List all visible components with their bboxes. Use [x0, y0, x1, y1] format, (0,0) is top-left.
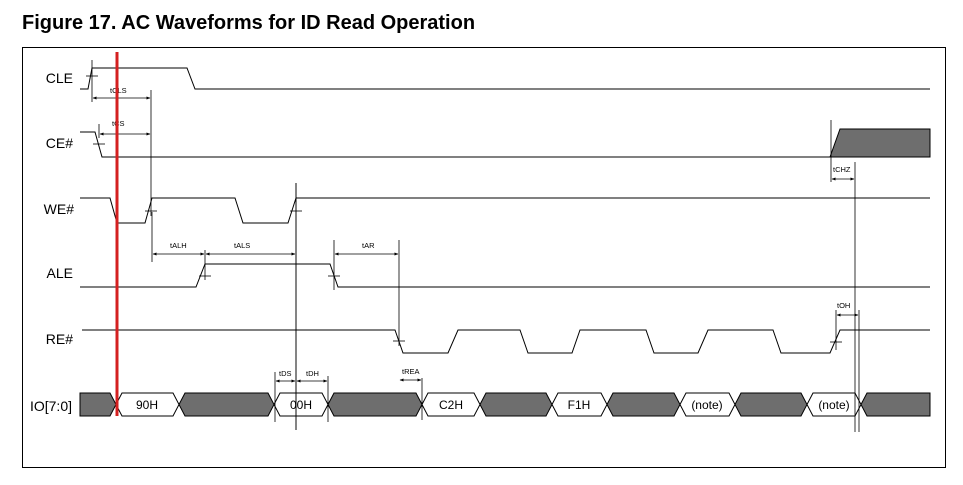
- edge-ticks: [86, 75, 842, 343]
- reference-lines: [91, 60, 860, 432]
- signal-label-ce: CE#: [46, 135, 73, 151]
- timing-label-tdh: tDH: [306, 369, 319, 378]
- ce-hiz-region: [829, 128, 931, 158]
- ale-waveform: [80, 263, 930, 288]
- re-waveform: [82, 329, 930, 354]
- io-value-f1h: F1H: [568, 398, 591, 412]
- io-value-note-1: (note): [691, 398, 722, 412]
- signal-label-cle: CLE: [46, 70, 73, 86]
- timing-label-tar: tAR: [362, 241, 375, 250]
- timing-label-toh: tOH: [837, 301, 850, 310]
- io-value-c2h: C2H: [439, 398, 463, 412]
- io-bus-undefined: [734, 392, 808, 417]
- timing-label-trea: tREA: [402, 367, 420, 376]
- ce-waveform: [80, 131, 930, 158]
- we-waveform: [80, 197, 930, 224]
- signal-label-re: RE#: [46, 331, 73, 347]
- io-value-00h: 00H: [290, 398, 312, 412]
- signal-label-io: IO[7:0]: [30, 398, 72, 414]
- io-bus-idle: [79, 392, 117, 417]
- figure-title: Figure 17. AC Waveforms for ID Read Oper…: [22, 12, 476, 34]
- io-bus-undefined: [479, 392, 553, 417]
- io-bus-undefined: [178, 392, 275, 417]
- timing-label-tals: tALS: [234, 241, 250, 250]
- io-value-note-2: (note): [818, 398, 849, 412]
- timing-label-tchz: tCHZ: [833, 165, 851, 174]
- timing-arrows: [92, 96, 859, 383]
- io-bus-undefined: [606, 392, 681, 417]
- cle-waveform: [80, 67, 930, 90]
- io-value-90h: 90H: [136, 398, 158, 412]
- signal-label-we: WE#: [44, 201, 75, 217]
- io-bus: [79, 392, 931, 417]
- io-bus-hiz: [860, 392, 931, 417]
- diagram-frame: [22, 47, 946, 468]
- signal-label-ale: ALE: [47, 265, 73, 281]
- timing-label-talh: tALH: [170, 241, 187, 250]
- timing-label-tds: tDS: [279, 369, 292, 378]
- io-bus-undefined: [327, 392, 423, 417]
